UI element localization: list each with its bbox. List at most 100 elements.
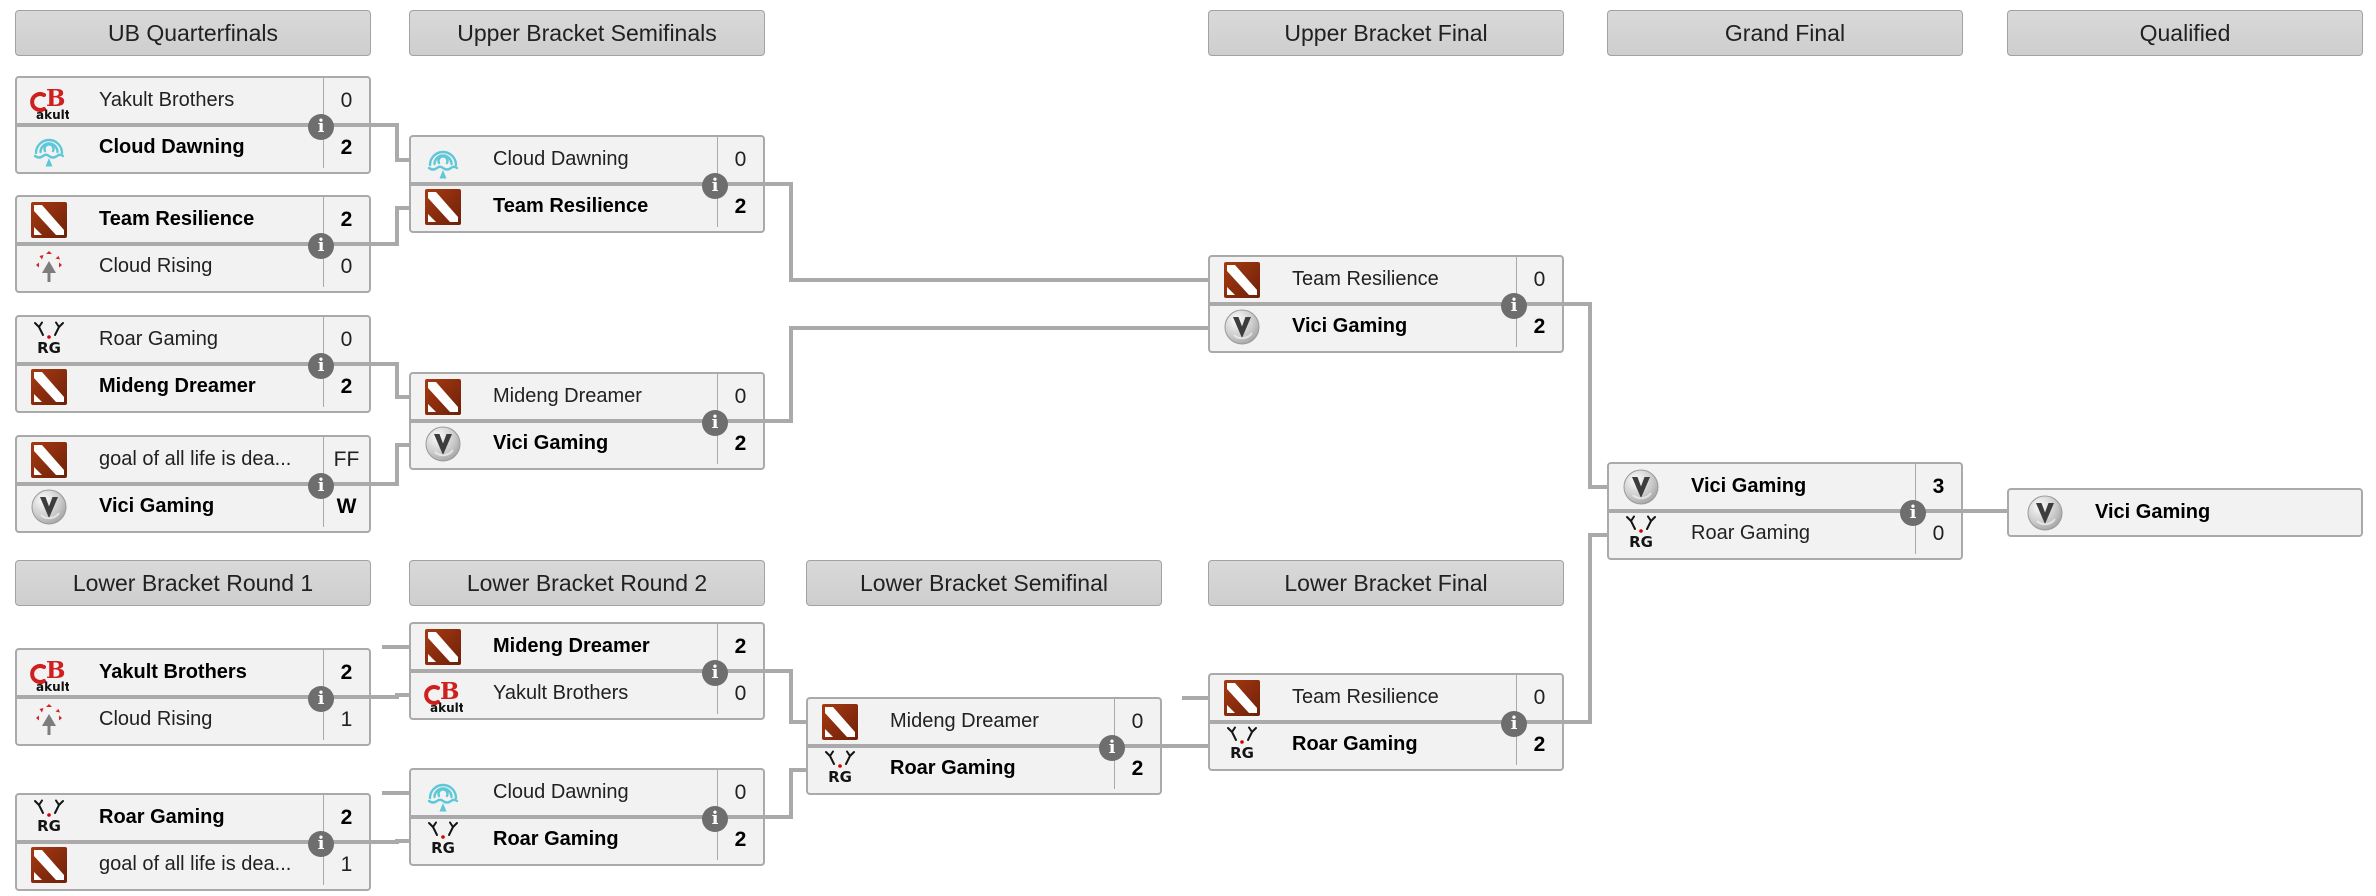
team-name[interactable]: Team Resilience	[99, 208, 255, 230]
team-name[interactable]: goal of all life is dea...	[99, 448, 292, 470]
dota2-team-logo-icon[interactable]	[423, 627, 463, 667]
dota2-team-logo-icon[interactable]	[423, 377, 463, 417]
connector-line	[765, 182, 1208, 282]
team-name[interactable]: Team Resilience	[493, 195, 649, 217]
team-name[interactable]: Yakult Brothers	[99, 661, 247, 683]
info-icon[interactable]: i	[308, 831, 334, 857]
info-icon[interactable]: i	[702, 410, 728, 436]
team-name[interactable]: Team Resilience	[1292, 686, 1439, 708]
roar-gaming-logo-icon[interactable]	[1621, 514, 1661, 554]
vici-gaming-logo-icon[interactable]	[423, 424, 463, 464]
team-name[interactable]: goal of all life is dea...	[99, 853, 292, 875]
info-icon[interactable]: i	[1900, 500, 1926, 526]
team-row: Team Resilience 2	[411, 182, 763, 227]
team-name[interactable]: Vici Gaming	[1292, 315, 1408, 337]
vici-gaming-logo-icon[interactable]	[1621, 467, 1661, 507]
dota2-team-logo-icon[interactable]	[29, 367, 69, 407]
team-name[interactable]: Mideng Dreamer	[99, 375, 256, 397]
team-name[interactable]: Vici Gaming	[493, 432, 609, 454]
team-score: 0	[1114, 699, 1160, 744]
roar-gaming-logo-icon[interactable]	[29, 320, 69, 360]
qualified-team-name[interactable]: Vici Gaming	[2095, 501, 2211, 523]
info-icon[interactable]: i	[308, 353, 334, 379]
vici-gaming-logo-icon[interactable]	[29, 487, 69, 527]
team-name[interactable]: Roar Gaming	[99, 328, 218, 350]
team-name[interactable]: Vici Gaming	[1691, 475, 1807, 497]
connector-line	[765, 768, 806, 819]
info-icon[interactable]: i	[702, 660, 728, 686]
team-score: 0	[1516, 675, 1562, 720]
dota2-team-logo-icon[interactable]	[29, 845, 69, 885]
team-name[interactable]: Yakult Brothers	[493, 682, 629, 704]
roar-gaming-logo-icon[interactable]	[423, 820, 463, 860]
info-icon[interactable]: i	[308, 686, 334, 712]
cloud-dawning-logo-icon[interactable]	[423, 773, 463, 813]
info-icon[interactable]: i	[1501, 711, 1527, 737]
team-name[interactable]: Cloud Dawning	[99, 136, 245, 158]
team-name[interactable]: Roar Gaming	[1691, 522, 1810, 544]
dota2-team-logo-icon[interactable]	[1222, 678, 1262, 718]
match-lbr2m2: Cloud Dawning 0 Roar Gaming 2 i	[409, 768, 765, 866]
roar-gaming-logo-icon[interactable]	[820, 749, 860, 789]
roar-gaming-logo-icon[interactable]	[1222, 725, 1262, 765]
team-name[interactable]: Mideng Dreamer	[493, 635, 650, 657]
info-icon[interactable]: i	[1099, 735, 1125, 761]
team-row: Vici Gaming 3	[1609, 464, 1961, 509]
team-row: Yakult Brothers 0	[17, 78, 369, 123]
team-row: Cloud Dawning 0	[411, 770, 763, 815]
team-score: 1	[323, 844, 369, 885]
connector-line	[1564, 533, 1607, 724]
info-icon[interactable]: i	[1501, 293, 1527, 319]
dota2-team-logo-icon[interactable]	[820, 702, 860, 742]
team-name[interactable]: Team Resilience	[1292, 268, 1439, 290]
info-icon[interactable]: i	[308, 114, 334, 140]
dota2-team-logo-icon[interactable]	[423, 187, 463, 227]
cloud-rising-logo-icon[interactable]	[29, 700, 69, 740]
yakult-brothers-logo-icon[interactable]	[29, 81, 69, 121]
team-name[interactable]: Cloud Dawning	[493, 781, 629, 803]
vici-gaming-logo-icon[interactable]	[1222, 307, 1262, 347]
connector-line	[371, 693, 409, 699]
dota2-team-logo-icon[interactable]	[29, 440, 69, 480]
header-lb-round2: Lower Bracket Round 2	[409, 560, 765, 606]
vici-gaming-logo-icon[interactable]	[2025, 493, 2065, 533]
team-name[interactable]: Roar Gaming	[1292, 733, 1418, 755]
team-name[interactable]: Mideng Dreamer	[890, 710, 1039, 732]
connector-line	[371, 206, 409, 246]
team-name[interactable]: Yakult Brothers	[99, 89, 235, 111]
dota2-team-logo-icon[interactable]	[1222, 260, 1262, 300]
team-name[interactable]: Cloud Rising	[99, 255, 213, 277]
info-icon[interactable]: i	[308, 473, 334, 499]
team-row: Vici Gaming W	[17, 482, 369, 527]
info-icon[interactable]: i	[308, 233, 334, 259]
team-name[interactable]: Mideng Dreamer	[493, 385, 642, 407]
info-icon[interactable]: i	[702, 173, 728, 199]
team-name[interactable]: Cloud Rising	[99, 708, 213, 730]
cloud-dawning-logo-icon[interactable]	[423, 140, 463, 180]
yakult-brothers-logo-icon[interactable]	[423, 674, 463, 714]
team-name[interactable]: Roar Gaming	[890, 757, 1016, 779]
cloud-dawning-logo-icon[interactable]	[29, 128, 69, 168]
team-score: 2	[717, 624, 763, 669]
team-row: Roar Gaming 0	[17, 317, 369, 362]
team-name[interactable]: Cloud Dawning	[493, 148, 629, 170]
info-icon[interactable]: i	[702, 806, 728, 832]
match-lbr1m2: Roar Gaming 2 goal of all life is dea...…	[15, 793, 371, 891]
team-name[interactable]: Roar Gaming	[493, 828, 619, 850]
yakult-brothers-logo-icon[interactable]	[29, 653, 69, 693]
team-score: 2	[323, 197, 369, 242]
match-ubqf3: Roar Gaming 0 Mideng Dreamer 2 i	[15, 315, 371, 413]
match-ubqf4: goal of all life is dea... FF Vici Gamin…	[15, 435, 371, 533]
connector-line	[765, 669, 806, 724]
team-row: goal of all life is dea... FF	[17, 437, 369, 482]
team-score: 2	[1516, 306, 1562, 347]
header-ub-quarterfinals: UB Quarterfinals	[15, 10, 371, 56]
cloud-rising-logo-icon[interactable]	[29, 247, 69, 287]
team-name[interactable]: Roar Gaming	[99, 806, 225, 828]
roar-gaming-logo-icon[interactable]	[29, 798, 69, 838]
connector-line	[765, 326, 1208, 423]
connector-line	[371, 443, 409, 486]
dota2-team-logo-icon[interactable]	[29, 200, 69, 240]
team-name[interactable]: Vici Gaming	[99, 495, 215, 517]
